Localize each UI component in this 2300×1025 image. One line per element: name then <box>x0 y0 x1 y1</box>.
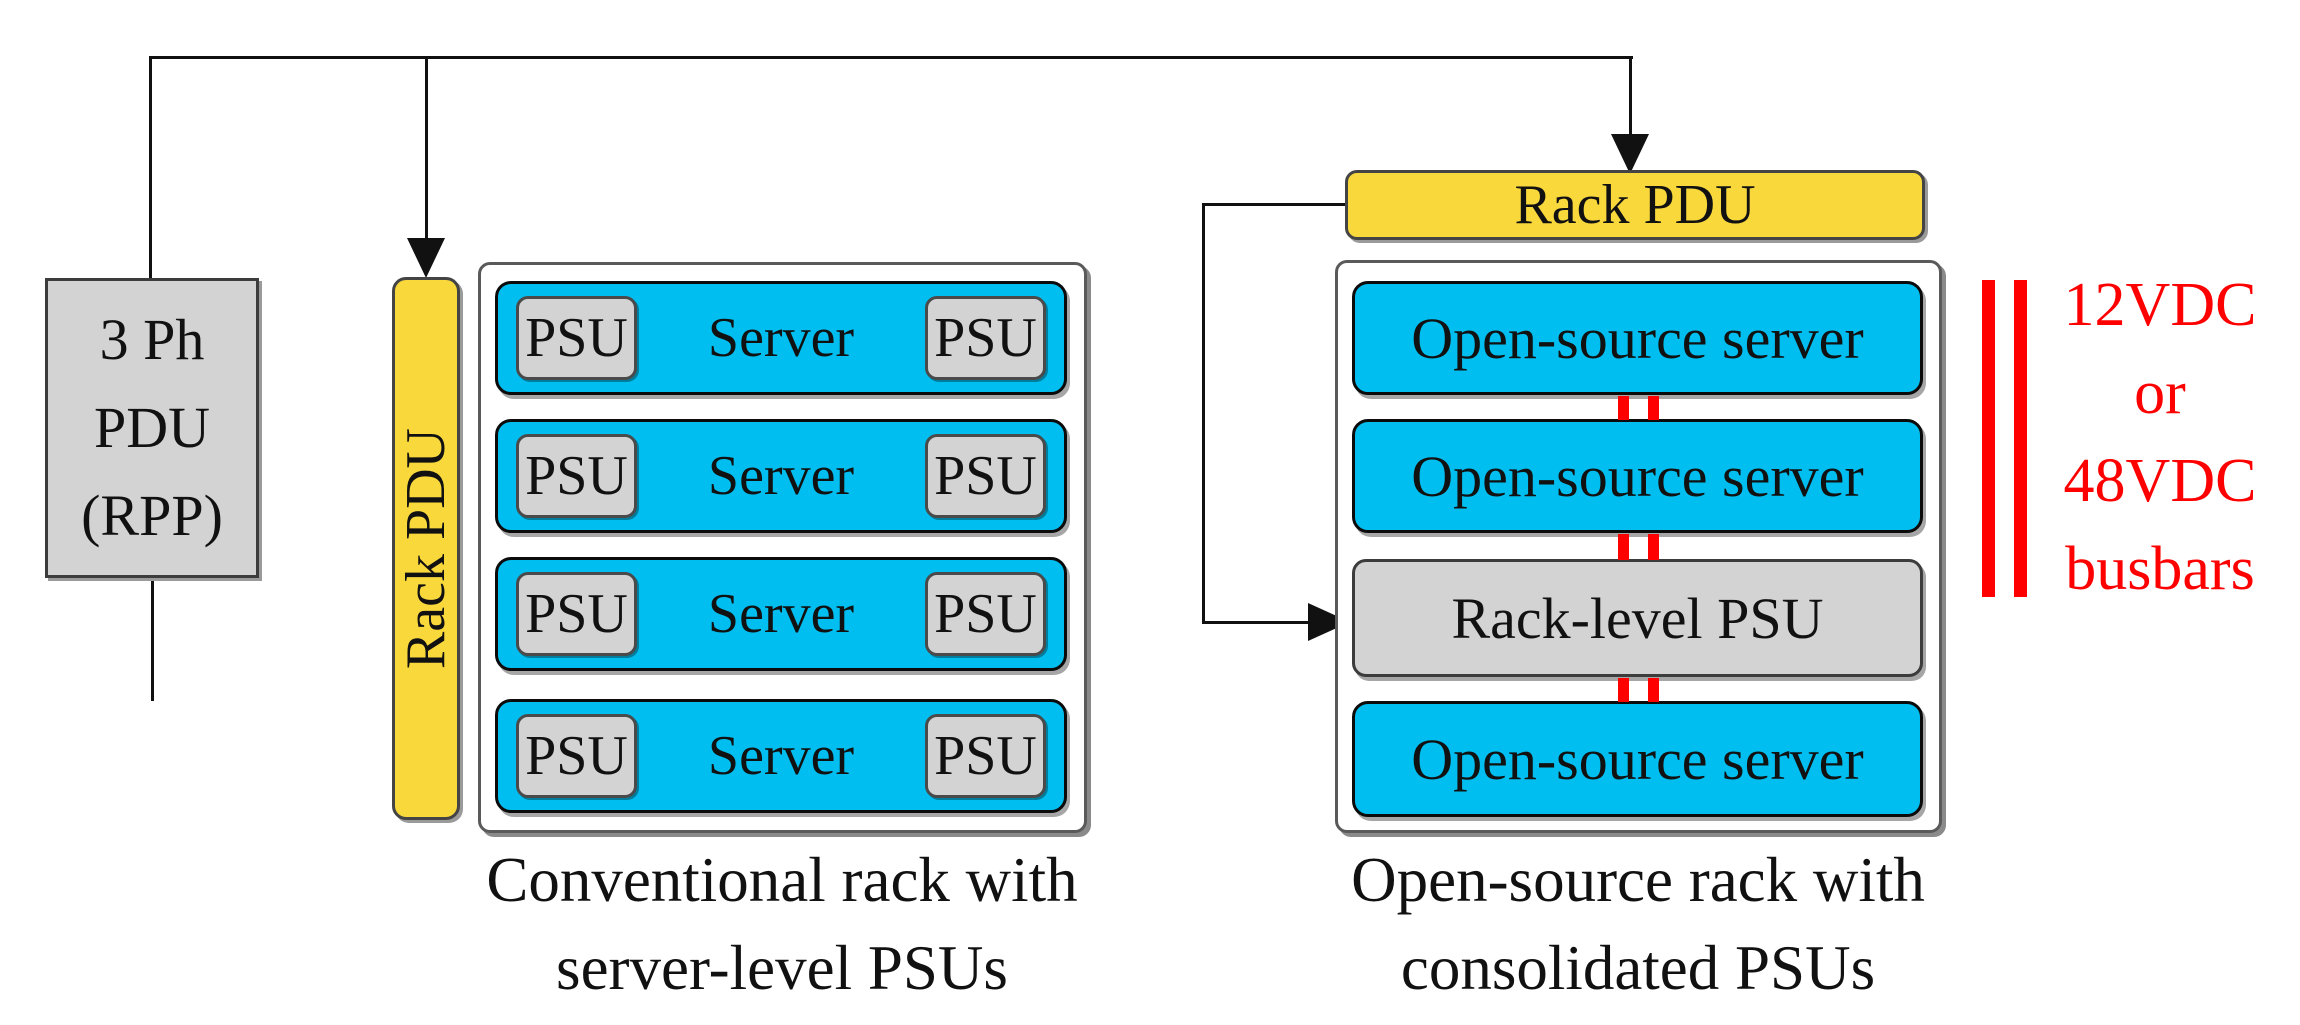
busbar-link <box>1648 678 1659 702</box>
feed-line-source-drop <box>149 56 152 279</box>
open-server-row-2: Open-source server <box>1352 419 1923 533</box>
pdu-to-psu-line-bottom <box>1203 621 1309 624</box>
server-label: Server <box>707 583 855 645</box>
server-row-4: PSU Server PSU <box>495 699 1067 813</box>
pdu-to-psu-line-vertical <box>1202 203 1205 624</box>
open-server-row-3: Open-source server <box>1352 701 1923 817</box>
left-rack-pdu-label: Rack PDU <box>395 427 457 670</box>
server-label: Server <box>707 725 855 787</box>
left-rack-pdu: Rack PDU <box>392 277 460 820</box>
conventional-rack-caption-line2: server-level PSUs <box>556 933 1008 1003</box>
feed-line-source-tail <box>151 578 154 701</box>
busbar-link <box>1648 534 1659 560</box>
busbar-link <box>1618 396 1629 420</box>
conventional-rack-caption-line1: Conventional rack with <box>486 845 1078 915</box>
open-source-rack-caption-line1: Open-source rack with <box>1351 845 1925 915</box>
open-source-rack-caption: Open-source rack with consolidated PSUs <box>1288 836 1988 1012</box>
source-pdu-box: 3 Ph PDU (RPP) <box>45 278 259 578</box>
busbar-annotation-line4: busbars <box>2065 535 2255 603</box>
busbar-annotation-line3: 48VDC <box>2063 447 2257 515</box>
server-row-3: PSU Server PSU <box>495 557 1067 671</box>
server-row-2: PSU Server PSU <box>495 419 1067 533</box>
busbar-annotation: 12VDC or 48VDC busbars <box>2020 261 2300 613</box>
pdu-to-psu-line-top <box>1203 203 1345 206</box>
open-server-label: Open-source server <box>1411 726 1864 792</box>
open-server-label: Open-source server <box>1411 305 1864 371</box>
source-pdu-line3: (RPP) <box>81 483 223 548</box>
arrow-down-left-rack-icon <box>407 238 445 278</box>
busbar-link <box>1618 534 1629 560</box>
server-label: Server <box>707 307 855 369</box>
psu-chip: PSU <box>516 714 637 798</box>
psu-chip: PSU <box>516 572 637 656</box>
open-source-rack-caption-line2: consolidated PSUs <box>1400 933 1876 1003</box>
rack-level-psu-label: Rack-level PSU <box>1451 585 1824 651</box>
arrow-down-right-rack-icon <box>1611 134 1649 174</box>
busbar-annotation-line1: 12VDC <box>2063 271 2257 339</box>
feed-line-right-rack <box>1629 56 1632 138</box>
busbar-annotation-line2: or <box>2134 359 2186 427</box>
rack-level-psu-row: Rack-level PSU <box>1352 559 1923 677</box>
busbar-link <box>1648 396 1659 420</box>
feed-line-left-rack <box>425 56 428 242</box>
psu-chip: PSU <box>925 714 1046 798</box>
server-label: Server <box>707 445 855 507</box>
psu-chip: PSU <box>516 296 637 380</box>
right-rack-pdu: Rack PDU <box>1345 170 1925 240</box>
server-row-1: PSU Server PSU <box>495 281 1067 395</box>
busbar-line-2 <box>2014 280 2027 597</box>
source-pdu-line1: 3 Ph <box>99 307 205 372</box>
psu-chip: PSU <box>516 434 637 518</box>
psu-chip: PSU <box>925 434 1046 518</box>
source-pdu-line2: PDU <box>93 395 211 460</box>
conventional-rack-caption: Conventional rack with server-level PSUs <box>432 836 1132 1012</box>
feed-line-top <box>150 56 1633 59</box>
busbar-line-1 <box>1982 280 1995 597</box>
psu-chip: PSU <box>925 572 1046 656</box>
busbar-link <box>1618 678 1629 702</box>
open-server-label: Open-source server <box>1411 443 1864 509</box>
right-rack-pdu-label: Rack PDU <box>1514 174 1756 236</box>
open-server-row-1: Open-source server <box>1352 281 1923 395</box>
psu-chip: PSU <box>925 296 1046 380</box>
